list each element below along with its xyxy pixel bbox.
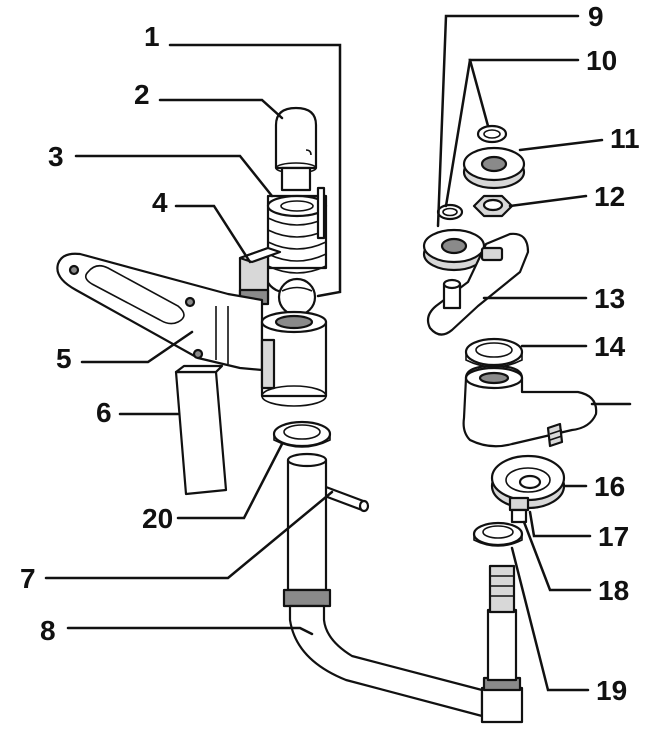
part-9-bearing <box>422 228 486 272</box>
leader-17 <box>528 510 592 538</box>
callout-7: 7 <box>20 563 36 594</box>
part-19-washer <box>472 521 524 547</box>
leader-5 <box>80 330 194 364</box>
callout-5: 5 <box>56 343 72 374</box>
part-1-ball <box>277 277 317 317</box>
callout-18: 18 <box>598 575 629 606</box>
leader-7 <box>44 490 334 580</box>
leader-20 <box>176 442 284 520</box>
part-13-arm <box>426 232 530 336</box>
callout-8: 8 <box>40 615 56 646</box>
part-12-nut <box>472 194 514 218</box>
callout-13: 13 <box>594 283 625 314</box>
leader-10b <box>444 58 472 208</box>
leader-lines <box>44 14 632 692</box>
callout-14: 14 <box>594 331 626 362</box>
part-15-lower-arm <box>462 364 598 448</box>
leader-9 <box>436 14 580 228</box>
callout-10: 10 <box>586 45 617 76</box>
callout-19: 19 <box>596 675 627 706</box>
callout-labels: 1 2 3 4 5 6 7 8 9 10 11 12 13 14 16 17 1… <box>20 1 640 706</box>
leader-3 <box>74 154 274 198</box>
leader-1 <box>168 43 342 298</box>
part-11-bearing <box>462 146 526 190</box>
part-17-18-bolt <box>508 496 530 524</box>
leader-19 <box>510 546 590 692</box>
leader-12 <box>508 194 588 208</box>
leader-11 <box>518 138 604 152</box>
callout-4: 4 <box>152 187 168 218</box>
callout-3: 3 <box>48 141 64 172</box>
part-4-block <box>238 246 282 314</box>
leader-8 <box>66 626 314 636</box>
part-14-washer <box>464 337 524 368</box>
part-6-pad <box>174 364 228 496</box>
part-3-spring <box>265 186 328 296</box>
callout-16: 16 <box>594 471 625 502</box>
part-8-shaft <box>282 452 524 724</box>
leader-10a <box>468 58 580 128</box>
part-10-rings <box>436 124 508 221</box>
part-5-lever-bracket <box>56 252 328 407</box>
callout-1: 1 <box>144 21 160 52</box>
part-20-washer <box>272 420 332 448</box>
callout-6: 6 <box>96 397 112 428</box>
callout-17: 17 <box>598 521 629 552</box>
callout-12: 12 <box>594 181 625 212</box>
leader-18 <box>522 520 592 592</box>
callout-20: 20 <box>142 503 173 534</box>
leader-2 <box>158 98 284 120</box>
callout-11: 11 <box>610 123 640 154</box>
leader-4 <box>174 204 252 264</box>
callout-9: 9 <box>588 1 604 32</box>
callout-2: 2 <box>134 79 150 110</box>
part-2-cap <box>274 106 318 192</box>
